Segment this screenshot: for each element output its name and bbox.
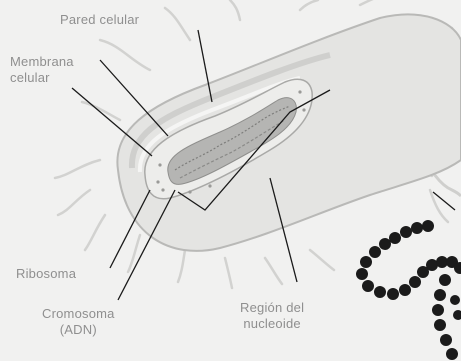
label-chromosome: Cromosoma (ADN) (42, 306, 115, 338)
label-cell-wall: Pared celular (60, 12, 139, 28)
label-ribosome: Ribosoma (16, 266, 76, 282)
cell-body (117, 14, 461, 251)
label-nucleoid-region: Región del nucleoide (240, 300, 304, 332)
dna-strand (356, 220, 461, 360)
label-cell-membrane: Membrana celular (10, 54, 74, 86)
